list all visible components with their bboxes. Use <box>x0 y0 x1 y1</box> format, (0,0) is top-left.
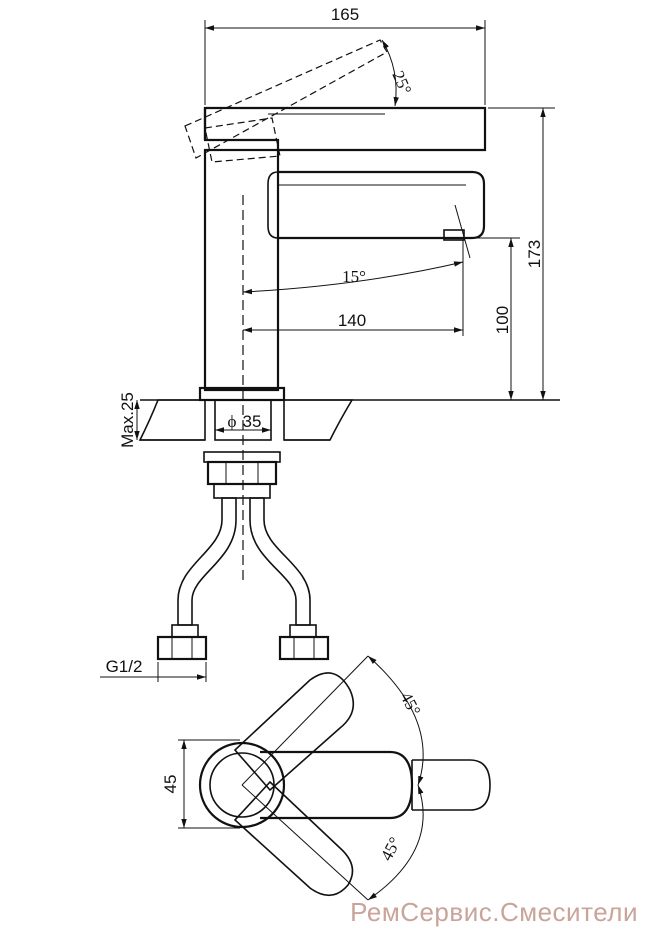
dim-lever-tilt: 25° <box>388 68 415 97</box>
left-hose-fitting <box>156 624 208 661</box>
mounting-nut <box>206 460 278 486</box>
faucet-plan-view <box>178 655 491 901</box>
dim-rotation-left: 45° <box>396 689 424 719</box>
body-circle <box>198 741 286 829</box>
dim-hose-thread: G1/2 <box>106 657 143 676</box>
right-hose-fitting <box>278 624 330 661</box>
dim-max-thickness: Max.25 <box>118 392 137 448</box>
diameter-symbol: ϕ <box>228 412 237 431</box>
mounting-stud <box>214 399 272 441</box>
dim-spout-angle: 15° <box>342 267 366 286</box>
dim-handle-width: 45 <box>161 775 180 794</box>
dim-mount-diameter: ϕ 35 <box>228 412 262 431</box>
left-hose <box>177 497 237 626</box>
dim-width-total: 165 <box>331 5 359 24</box>
handle-straight <box>260 750 414 820</box>
right-hose <box>249 497 311 626</box>
dim-height-total: 173 <box>525 240 544 268</box>
faucet-side-view <box>184 39 487 580</box>
dimension-lines <box>100 20 555 682</box>
spout-plan <box>412 759 491 811</box>
dim-mount-diameter-value: 35 <box>243 412 262 431</box>
mounting-nut-and-hoses <box>156 451 330 661</box>
dim-spout-reach: 140 <box>338 311 366 330</box>
lever-tilted-ghost <box>184 39 388 163</box>
spout <box>278 170 486 240</box>
watermark-text: РемСервис.Смесители <box>350 897 638 927</box>
dim-rotation-right: 45° <box>377 834 405 864</box>
countertop-section <box>138 399 560 441</box>
lever-rotated-left <box>233 672 355 792</box>
dim-spout-height: 100 <box>493 306 512 334</box>
faucet-body <box>203 148 280 392</box>
lever-rotated-right <box>233 780 354 897</box>
